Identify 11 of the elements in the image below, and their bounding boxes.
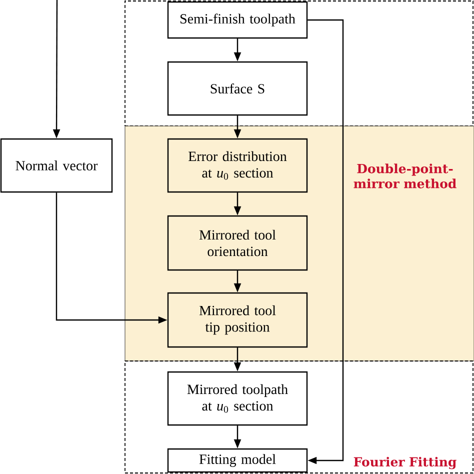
process-box: Surface S — [167, 61, 308, 116]
process-box: Fitting model — [167, 448, 308, 473]
section-heading: Double-point-mirror method — [354, 164, 456, 188]
arrow — [308, 19, 344, 464]
process-box: Mirrored tool orientation — [167, 215, 308, 271]
process-box: Normal vector — [0, 138, 113, 193]
process-box: Mirrored tool tip position — [167, 292, 308, 348]
process-box: Semi-finish toolpath — [167, 1, 308, 39]
section-heading: Fourier Fitting — [354, 456, 456, 470]
process-box: Error distribution at u$_{0}$ section — [167, 138, 308, 193]
process-box: Mirrored toolpath at u$_{0}$ section — [167, 371, 308, 426]
